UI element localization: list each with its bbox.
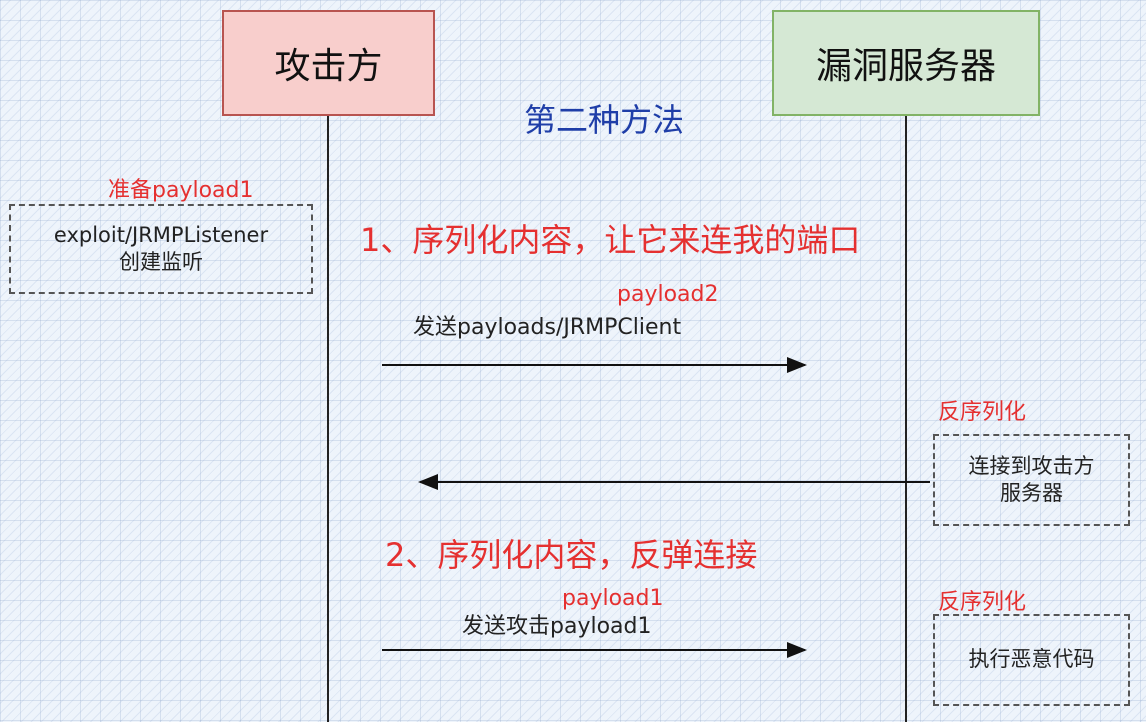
prepare-label: 准备payload1 xyxy=(108,178,254,203)
server-lifeline xyxy=(905,116,907,722)
message1-text: 发送payloads/JRMPClient xyxy=(413,315,682,340)
deserialize1-note: 连接到攻击方 服务器 xyxy=(933,434,1130,526)
step2-text: 2、序列化内容，反弹连接 xyxy=(385,536,758,574)
step1-text: 1、序列化内容，让它来连我的端口 xyxy=(360,221,861,259)
message2-text: 发送攻击payload1 xyxy=(462,614,652,639)
message2-payload: payload1 xyxy=(562,586,664,611)
deserialize2-note: 执行恶意代码 xyxy=(933,614,1130,706)
diagram-title: 第二种方法 xyxy=(524,101,685,139)
deserialize2-note-line1: 执行恶意代码 xyxy=(968,647,1095,672)
prepare-note-line1: exploit/JRMPListener xyxy=(53,222,269,247)
deserialize1-label: 反序列化 xyxy=(938,400,1027,425)
server-box: 漏洞服务器 xyxy=(772,10,1040,116)
attacker-label: 攻击方 xyxy=(274,46,383,87)
attacker-box: 攻击方 xyxy=(222,10,435,116)
attacker-lifeline xyxy=(327,116,329,722)
message1-payload: payload2 xyxy=(617,282,719,307)
deserialize1-note-line2: 服务器 xyxy=(1000,481,1063,505)
prepare-note: exploit/JRMPListener 创建监听 xyxy=(9,204,313,294)
deserialize2-label: 反序列化 xyxy=(938,590,1027,615)
deserialize1-note-line1: 连接到攻击方 xyxy=(968,453,1095,478)
server-label: 漏洞服务器 xyxy=(815,46,996,87)
prepare-note-line2: 创建监听 xyxy=(119,250,203,274)
